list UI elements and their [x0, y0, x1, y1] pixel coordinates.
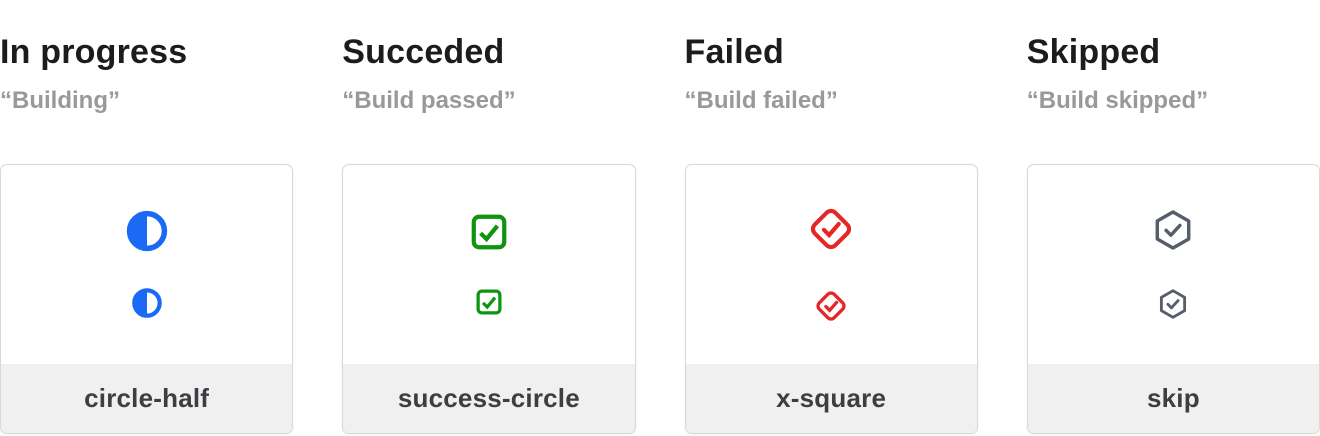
hexagon-check-icon-small [1156, 287, 1190, 321]
status-column-failed: Failed “Build failed” x-square [684, 0, 978, 434]
icon-preview-area [686, 165, 977, 364]
icon-preview-area [343, 165, 634, 364]
status-title: Failed [684, 33, 784, 71]
status-subtitle: “Build skipped” [1026, 87, 1209, 115]
icon-name-label: success-circle [343, 363, 635, 433]
icon-card: x-square [684, 163, 978, 434]
status-subtitle: “Build failed” [684, 87, 838, 115]
icon-card: skip [1026, 163, 1320, 434]
checkbox-checked-icon-small [474, 287, 504, 317]
status-column-skipped: Skipped “Build skipped” skip [1026, 0, 1320, 434]
icon-name-text: success-circle [397, 382, 580, 413]
status-column-succeded: Succeded “Build passed” succes [342, 0, 636, 434]
icon-name-label: x-square [685, 363, 977, 433]
icon-name-label: skip [1027, 363, 1319, 433]
checkbox-checked-icon-large [468, 211, 510, 253]
status-title: Succeded [342, 33, 505, 71]
icon-name-text: skip [1146, 382, 1200, 413]
diamond-check-icon-small [813, 288, 849, 324]
icon-name-label: circle-half [1, 363, 293, 433]
half-circle-icon-small [131, 287, 163, 319]
icon-card: circle-half [0, 163, 294, 434]
status-column-in-progress: In progress “Building” circle- [0, 0, 294, 434]
status-title: Skipped [1026, 33, 1161, 71]
icon-preview-area [1028, 165, 1319, 364]
icon-preview-area [1, 165, 292, 364]
icon-name-text: x-square [776, 382, 887, 413]
half-circle-icon-large [125, 209, 169, 253]
icon-card: success-circle [342, 163, 636, 434]
icon-name-text: circle-half [84, 382, 210, 413]
status-subtitle: “Building” [0, 87, 120, 115]
status-title: In progress [0, 33, 188, 71]
hexagon-check-icon-large [1150, 207, 1196, 253]
diamond-check-icon-large [806, 204, 856, 254]
status-subtitle: “Build passed” [342, 87, 516, 115]
